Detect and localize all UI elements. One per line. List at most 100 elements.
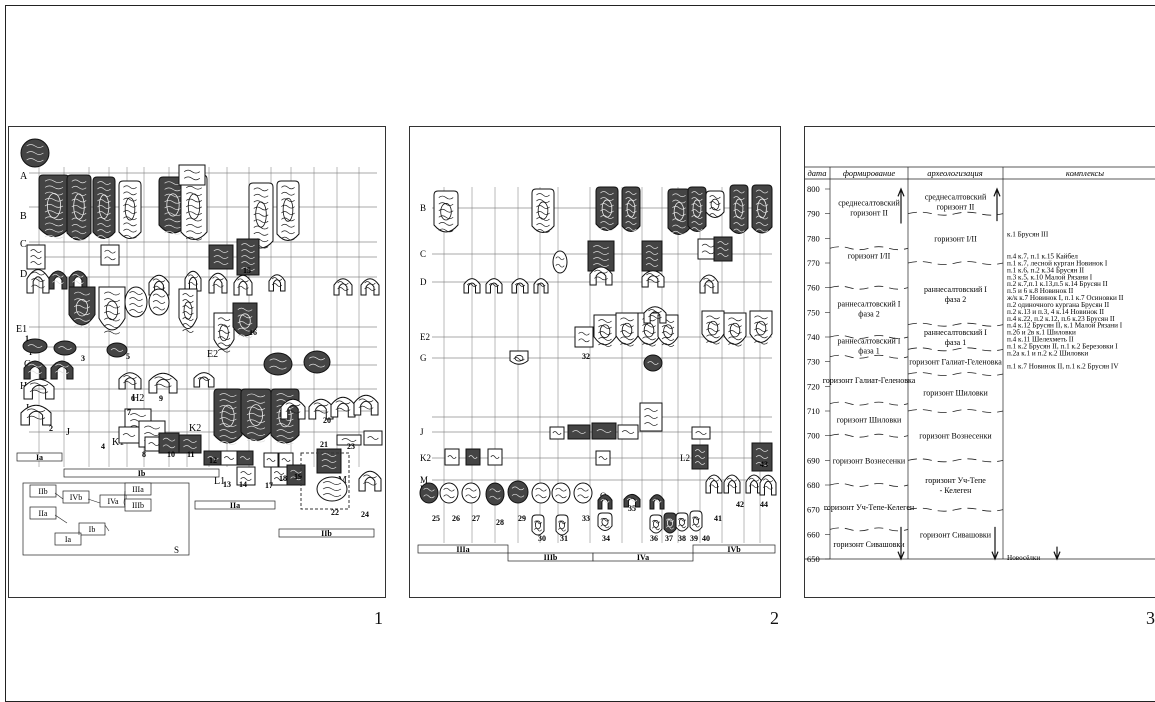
artifact-drawing <box>330 396 356 418</box>
item-number: 31 <box>560 534 568 543</box>
row-label-a: A <box>20 171 28 182</box>
panel-3-number: 3 <box>1146 608 1155 628</box>
artifact-drawing <box>444 448 460 466</box>
artifact-drawing <box>158 176 188 235</box>
period-bar <box>63 468 220 478</box>
row-label-c: C <box>20 239 27 250</box>
row-label-l2: L2 <box>680 453 690 463</box>
artifact-drawing <box>573 482 593 504</box>
artifact-drawing <box>68 286 96 329</box>
artifact-drawing <box>124 286 148 318</box>
artifact-drawing <box>713 236 733 262</box>
artifact-drawing <box>433 190 459 233</box>
horizon-boundary <box>829 401 909 406</box>
item-number: 25 <box>432 514 440 523</box>
item-number: 6 <box>131 394 135 403</box>
horizon-boundary <box>829 285 909 290</box>
arrow-up-icon <box>897 187 905 224</box>
artifact-drawing <box>439 482 459 504</box>
horizon-label: горизонт Уч-Тепе-Келеген <box>824 503 915 512</box>
period-label: IIb <box>321 529 332 538</box>
scheme-box-label: IIa <box>39 509 48 518</box>
horizon-boundary <box>907 322 1004 327</box>
artifact-drawing <box>184 270 202 292</box>
artifact-drawing <box>587 240 615 272</box>
artifact-drawing <box>589 266 613 286</box>
row-label-d: D <box>20 269 27 280</box>
item-number: 37 <box>665 534 673 543</box>
scheme-box <box>54 532 82 546</box>
artifact-drawing <box>551 482 571 504</box>
artifact-drawing <box>615 312 639 347</box>
dashed-group-frame <box>300 452 350 510</box>
horizon-label: горизонт Вознесенки <box>833 456 906 465</box>
complex-entry: п.1 к.6, п.2 к.34 Брусян II <box>1007 266 1085 274</box>
artifact-drawing <box>701 310 725 345</box>
artifact-drawing <box>26 269 50 294</box>
item-number: 11 <box>187 450 195 459</box>
artifact-drawing <box>178 164 206 186</box>
complex-entry: п.1 к.7, лесной курган Новинок I <box>1007 260 1108 268</box>
artifact-drawing <box>705 190 725 218</box>
scheme-box <box>62 490 90 504</box>
artifact-drawing <box>208 272 228 294</box>
item-number: 34 <box>602 534 610 543</box>
artifact-drawing <box>705 474 723 494</box>
artifact-drawing <box>621 186 641 232</box>
artifact-drawing <box>98 286 126 335</box>
horizon-label: горизонт I/II <box>848 252 891 261</box>
year-tick-label: 650 <box>807 554 820 564</box>
artifact-drawing <box>623 493 641 508</box>
complex-entry: п.4 к.12 Брусян II, к.1 Малой Рязани I <box>1007 322 1123 330</box>
horizon-label: горизонт Шиловки <box>923 389 988 398</box>
artifact-drawing <box>691 426 711 440</box>
artifact-drawing <box>280 398 306 420</box>
artifact-drawing <box>487 448 503 466</box>
year-tick-label: 710 <box>807 406 820 416</box>
artifact-drawing <box>20 404 52 426</box>
artifact-drawing <box>276 180 300 241</box>
artifact-drawing <box>263 352 293 376</box>
complex-entry: п.2 к.7,п.1 к.13,п.5 к.14 Брусян II <box>1007 280 1108 288</box>
item-number: 13 <box>223 480 231 489</box>
complex-entry: п.5 и 6 к.8 Новинок II <box>1007 287 1074 295</box>
artifact-drawing <box>148 288 170 316</box>
row-label-l1: L1 <box>214 476 225 487</box>
complex-entry: п.2б и 2в к.1 Шиловки <box>1007 329 1076 337</box>
artifact-drawing <box>591 422 617 440</box>
scheme-box-label: Ib <box>89 525 96 534</box>
row-label-c: C <box>420 249 426 259</box>
period-label: IIIb <box>544 553 558 562</box>
artifact-drawing <box>729 184 749 234</box>
period-label: IIIa <box>456 545 469 554</box>
artifact-drawing <box>759 474 777 496</box>
horizon-label: горизонт Шиловки <box>837 416 902 425</box>
artifact-drawing <box>233 274 253 296</box>
horizon-label: горизонт Вознесенки <box>919 432 992 441</box>
artifact-drawing <box>751 442 773 472</box>
year-tick-label: 660 <box>807 529 820 539</box>
row-label-e2: E2 <box>420 332 430 342</box>
row-label-k1: K1 <box>112 437 124 448</box>
column-header-archaeologization: археологизация <box>927 168 982 178</box>
period-label: Ib <box>138 469 146 478</box>
artifact-drawing <box>48 270 68 290</box>
scheme-connector <box>54 514 68 524</box>
period-label: IVa <box>637 553 649 562</box>
horizon-label: горизонт Сивашовки <box>833 540 905 549</box>
arrow-down-icon <box>991 526 999 561</box>
horizon-boundary <box>907 347 1004 352</box>
artifact-drawing <box>465 448 481 466</box>
artifact-drawing <box>358 470 382 492</box>
artifact-drawing <box>663 512 677 534</box>
row-label-e2: E2 <box>207 349 218 360</box>
artifact-drawing <box>232 302 258 339</box>
item-number: 17 <box>265 481 273 490</box>
horizon-boundary <box>907 211 1004 216</box>
horizon-boundary <box>907 458 1004 463</box>
complex-entry: п.4 к.11 Шелехметь II <box>1007 335 1074 343</box>
panel-2-typology-chart: BCDE2GJK2MNOPL22526272829303132333435363… <box>409 126 781 598</box>
year-tick-label: 740 <box>807 332 820 342</box>
complex-entry: ж/к к.7 Новинок I, п.1 к.7 Осиновки II <box>1006 294 1124 302</box>
artifact-drawing <box>597 494 613 510</box>
